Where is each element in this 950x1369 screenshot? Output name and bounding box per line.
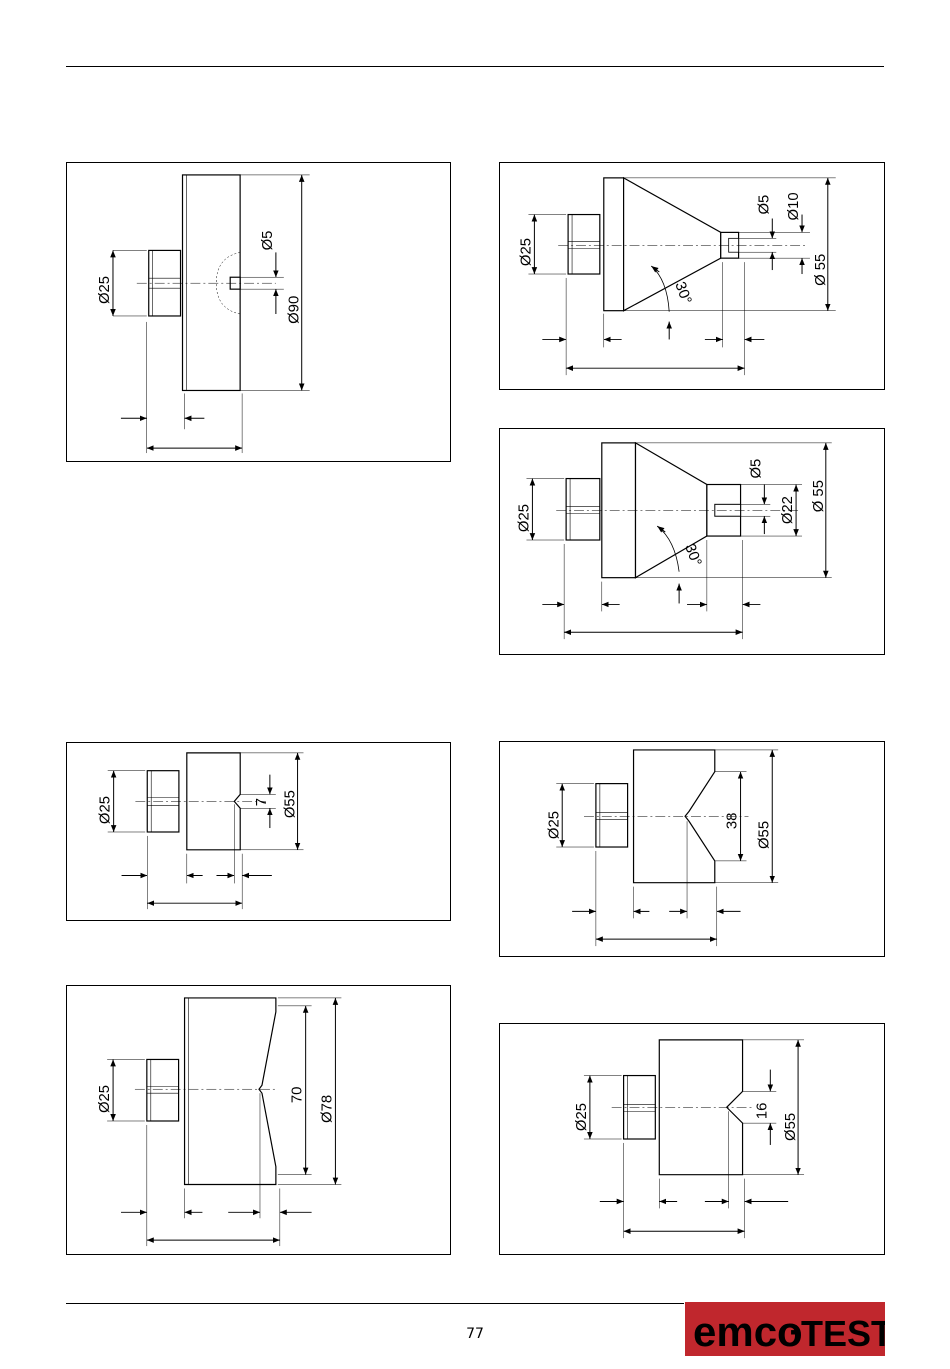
fig2-dim-tip: Ø5: [756, 195, 772, 215]
figure-4-panel: Ø25 7 Ø55: [66, 742, 451, 921]
fig4-dim-groove: 7: [254, 798, 270, 806]
figure-1-drawing: Ø25 Ø5 Ø90: [67, 163, 450, 461]
emco-test-logo: emco · TEST: [685, 1300, 885, 1358]
fig5-dim-shank: Ø25: [546, 811, 562, 839]
fig3-dim-outer: Ø 55: [811, 480, 827, 512]
logo-text-test: TEST: [801, 1313, 885, 1354]
fig4-dim-shank: Ø25: [98, 796, 114, 824]
fig3-dim-mid: Ø22: [780, 496, 796, 524]
fig5-dim-outer: Ø55: [756, 821, 772, 849]
fig7-dim-outer: Ø55: [783, 1113, 799, 1141]
figure-1-panel: Ø25 Ø5 Ø90: [66, 162, 451, 462]
figure-4-drawing: Ø25 7 Ø55: [67, 743, 450, 920]
fig5-dim-groove: 38: [725, 813, 741, 830]
fig1-dim-outer: Ø90: [287, 296, 303, 324]
fig6-dim-inner: 70: [290, 1087, 306, 1104]
fig2-dim-angle: 30°: [671, 280, 694, 307]
fig2-dim-outer: Ø 55: [813, 254, 829, 286]
fig3-dim-shank: Ø25: [516, 504, 532, 532]
figure-2-drawing: Ø25 Ø5 Ø10 Ø 55 30°: [500, 163, 884, 389]
fig2-dim-tip-outer: Ø10: [786, 192, 802, 220]
figure-7-panel: Ø25 16 Ø55: [499, 1023, 885, 1255]
page-number: 77: [455, 1326, 495, 1342]
fig1-dim-shank: Ø25: [97, 276, 113, 304]
fig3-dim-angle: 30°: [681, 542, 704, 569]
logo-separator: ·: [789, 1316, 799, 1349]
figure-6-panel: Ø25 70 Ø78: [66, 985, 451, 1255]
fig2-dim-shank: Ø25: [518, 238, 534, 266]
figure-5-panel: Ø25 38 Ø55: [499, 741, 885, 957]
figure-3-panel: Ø25 Ø5 Ø22 Ø 55 30°: [499, 428, 885, 655]
logo-graphic: emco · TEST: [685, 1300, 885, 1358]
figure-6-drawing: Ø25 70 Ø78: [67, 986, 450, 1254]
figure-3-drawing: Ø25 Ø5 Ø22 Ø 55 30°: [500, 429, 884, 654]
fig6-dim-outer: Ø78: [319, 1095, 335, 1123]
footer-rule: [66, 1303, 684, 1304]
fig1-dim-bore: Ø5: [260, 231, 276, 251]
fig7-dim-shank: Ø25: [574, 1103, 590, 1131]
figure-7-drawing: Ø25 16 Ø55: [500, 1024, 884, 1254]
logo-text-emco: emco: [693, 1308, 803, 1355]
header-rule: [66, 66, 884, 67]
fig3-dim-bore: Ø5: [748, 459, 764, 479]
fig4-dim-outer: Ø55: [283, 790, 299, 818]
fig6-dim-shank: Ø25: [97, 1085, 113, 1113]
fig7-dim-groove: 16: [754, 1103, 770, 1120]
figure-2-panel: Ø25 Ø5 Ø10 Ø 55 30°: [499, 162, 885, 390]
figure-5-drawing: Ø25 38 Ø55: [500, 742, 884, 956]
